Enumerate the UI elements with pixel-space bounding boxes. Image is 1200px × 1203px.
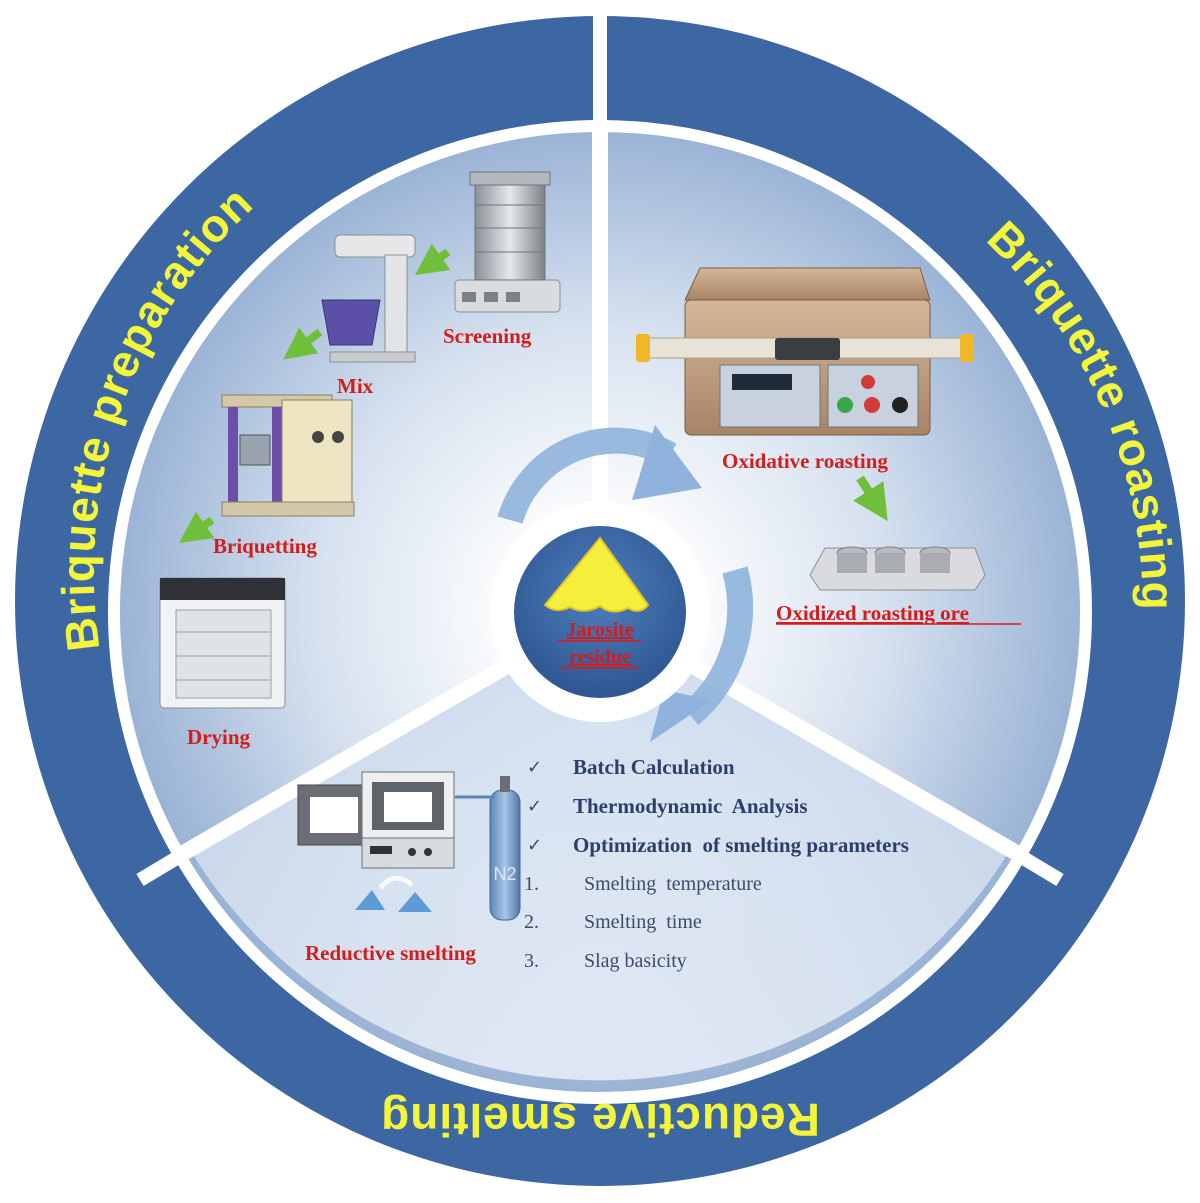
smelting-product-icon [355,875,432,912]
check-icon: ✓ [527,835,542,856]
step-label-mix: Mix [337,374,374,398]
step-label-oxidized-ore: Oxidized roasting ore [776,601,969,625]
drying-oven-icon [159,577,286,709]
cycle-arrowhead-top [632,425,702,500]
jarosite-pile-icon [543,536,650,613]
preparation-flow-arrows [178,243,451,544]
briquetting-press-icon [221,394,355,517]
step-label-briquetting: Briquetting [213,534,317,558]
check-icon: ✓ [527,796,542,817]
roasting-flow-arrow [853,475,888,522]
checklist-item-3: Optimization of smelting parameters [573,833,909,857]
parameter-text-3: Slag basicity [584,950,687,972]
step-label-oxidative-roasting: Oxidative roasting [722,449,888,473]
check-icon: ✓ [527,757,542,778]
gas-cylinder-icon: N2 [455,776,521,921]
smelting-checklist: ✓ Batch Calculation ✓ Thermodynamic Anal… [527,755,909,857]
gas-label: N2 [493,864,516,884]
parameter-num-1: 1. [524,873,539,895]
cycle-arrowhead-bottom [650,690,712,742]
parameter-num-3: 3. [524,950,539,972]
smelting-sector [190,612,1010,1081]
center-label-line1: Jarosite [566,619,634,641]
muffle-furnace-icon [297,771,455,869]
mixer-icon [321,234,416,363]
step-label-drying: Drying [187,725,251,749]
parameter-num-2: 2. [524,911,539,933]
step-label-reductive-smelting: Reductive smelting [305,941,476,965]
step-label-screening: Screening [443,324,532,348]
checklist-item-2: Thermodynamic Analysis [573,794,808,818]
center-label-line2: residue [569,646,631,668]
tube-furnace-icon [636,267,974,436]
center-circle [514,526,686,698]
ring-title-smelting: Reductive smelting [380,1094,820,1146]
roasted-briquette-tray-icon [809,546,986,591]
smelting-parameters: 1. Smelting temperature 2. Smelting time… [524,873,762,972]
sieve-shaker-icon [454,171,561,313]
parameter-text-2: Smelting time [584,911,702,933]
parameter-text-1: Smelting temperature [584,873,762,895]
checklist-item-1: Batch Calculation [573,755,735,779]
